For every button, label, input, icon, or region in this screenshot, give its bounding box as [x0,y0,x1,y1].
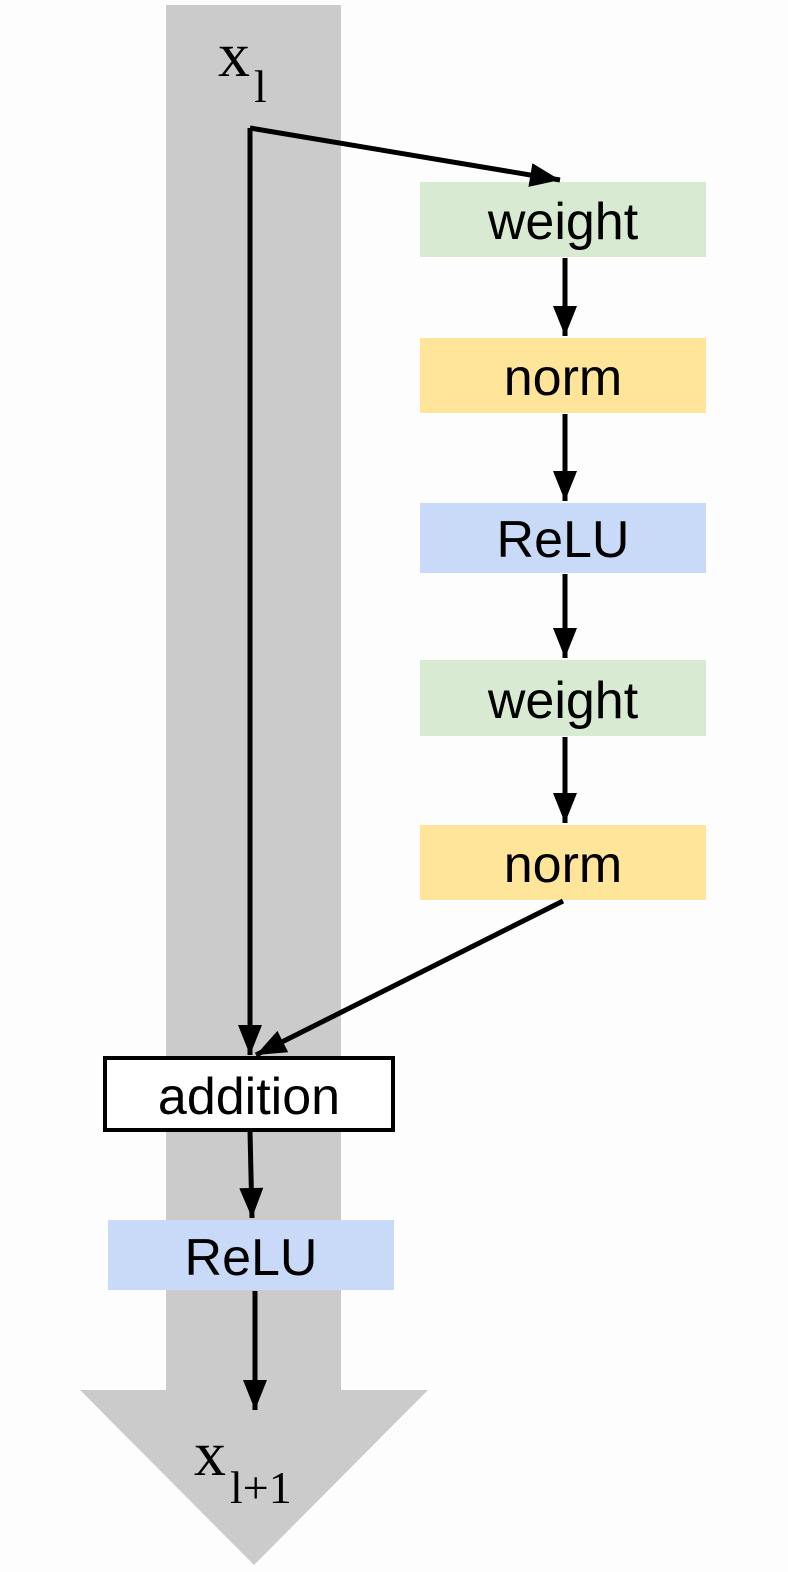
branch-block-label: ReLU [497,511,630,569]
arrowhead [553,306,577,336]
final-relu-label: ReLU [185,1229,318,1287]
arrowhead [256,1030,289,1055]
arrowhead [553,628,577,658]
arrowhead [553,793,577,823]
arrowheads [238,163,577,1410]
output-variable-base: x [194,1418,226,1489]
branch-block-label: weight [487,672,639,730]
input-variable-base: x [218,19,250,90]
branch-block-label: norm [504,836,622,894]
branch-block-label: weight [487,193,639,251]
branch-entry-arrow [249,125,561,183]
arrowhead [238,1025,262,1055]
arrowhead [243,1380,267,1410]
arrow-norm2-to-addition [254,898,565,1058]
input-variable: xl [218,19,267,112]
branch-block-norm-1: norm [420,338,706,413]
branch-block-norm-2: norm [420,825,706,900]
input-variable-subscript: l [254,61,267,112]
residual-branch: weight norm ReLU weight norm [420,182,706,900]
branch-block-label: norm [504,349,622,407]
arrowhead [239,1187,264,1218]
branch-block-weight-1: weight [420,182,706,257]
arrowhead [553,471,577,501]
addition-label: addition [158,1068,340,1126]
identity-path-arrow [80,5,428,1565]
arrowhead [528,163,560,187]
final-relu-block: ReLU [108,1220,394,1290]
output-variable: xl+1 [194,1418,292,1513]
output-variable-subscript: l+1 [230,1462,292,1513]
addition-block: addition [103,1056,395,1132]
branch-block-weight-2: weight [420,660,706,736]
branch-block-relu: ReLU [420,503,706,573]
